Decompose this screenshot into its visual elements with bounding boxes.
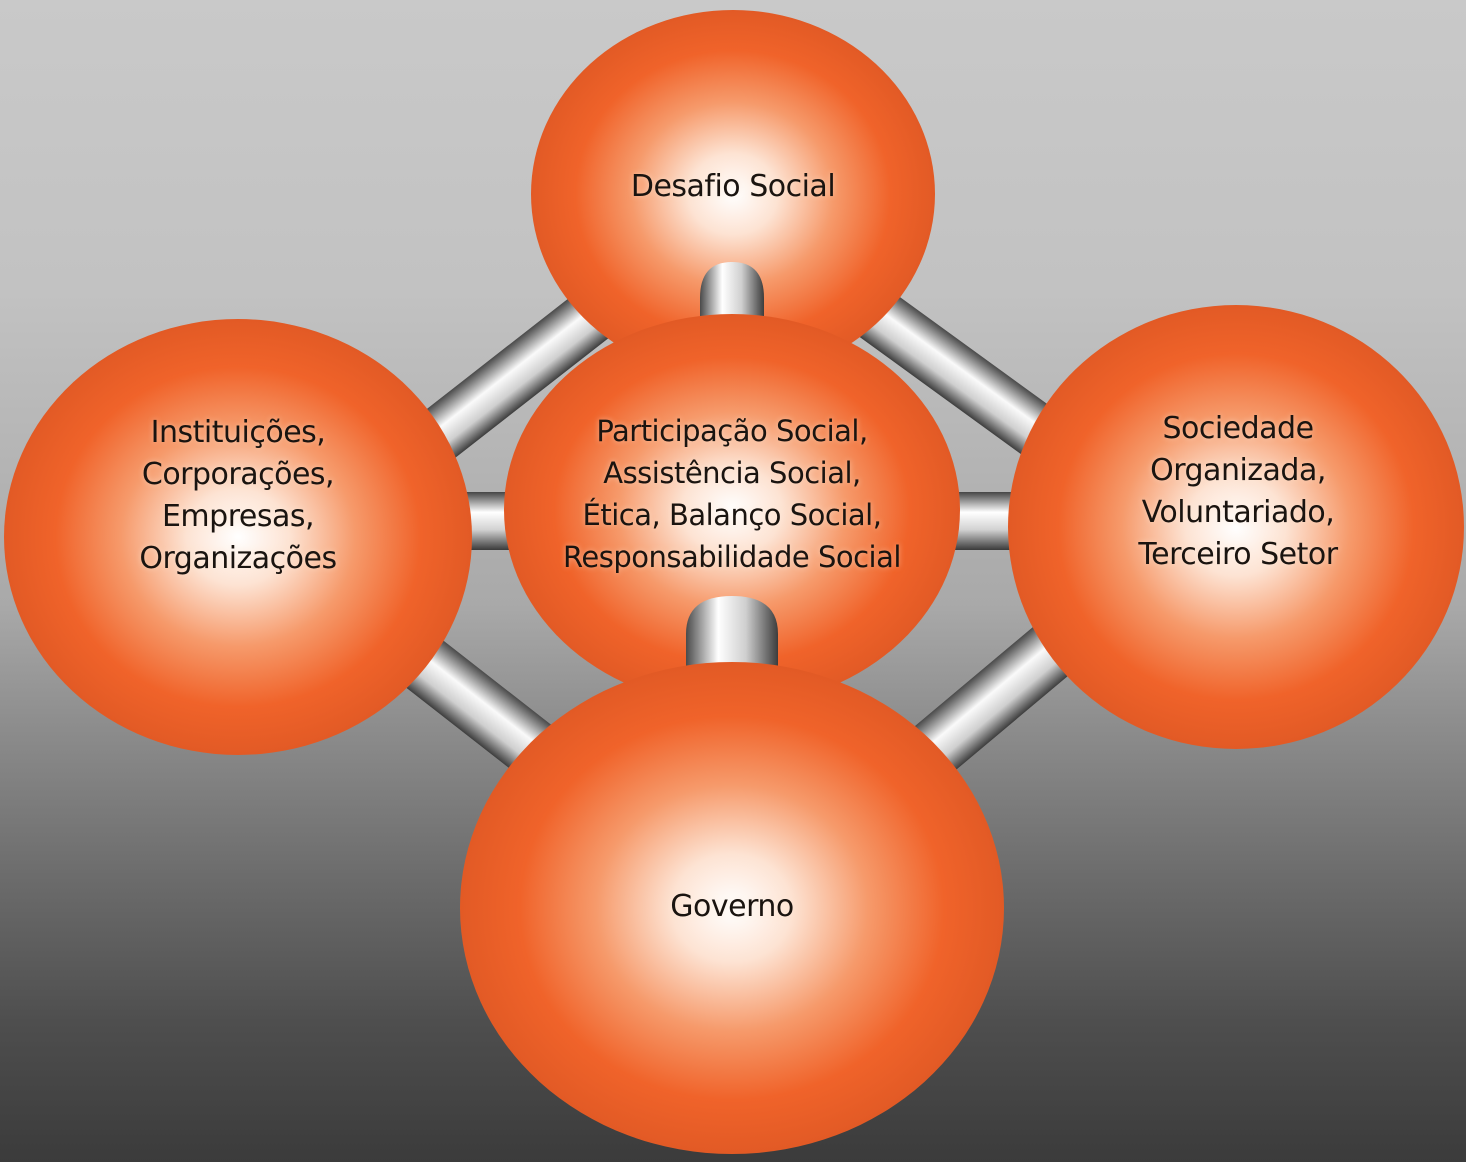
node-right-label: Sociedade Organizada, Voluntariado, Terc… (1058, 408, 1418, 576)
sphere-left (4, 319, 472, 755)
connector-center-bottom (686, 596, 778, 680)
node-center-line: Participação Social, (596, 414, 868, 448)
node-center-line: Ética, Balanço Social, (582, 498, 882, 532)
node-bottom-line: Governo (670, 889, 794, 924)
node-center-line: Assistência Social, (603, 456, 861, 490)
sphere-bottom (460, 662, 1004, 1154)
node-left-line: Instituições, (150, 415, 326, 450)
sphere-top (531, 10, 935, 378)
node-left-label: Instituições, Corporações, Empresas, Org… (58, 412, 418, 580)
node-center-label: Participação Social, Assistência Social,… (527, 410, 937, 578)
node-left-line: Organizações (139, 541, 337, 576)
node-right-line: Terceiro Setor (1138, 537, 1338, 572)
node-top-line: Desafio Social (630, 169, 836, 204)
node-bottom-label: Governo (532, 886, 932, 928)
sphere-right (1008, 305, 1464, 749)
node-right-line: Voluntariado, (1141, 495, 1335, 530)
node-top-label: Desafio Social (533, 166, 933, 208)
node-left-line: Corporações, (141, 457, 335, 492)
node-right-line: Organizada, (1150, 453, 1326, 488)
node-right-line: Sociedade (1162, 411, 1314, 446)
node-center-line: Responsabilidade Social (563, 540, 901, 574)
node-left-line: Empresas, (161, 499, 315, 534)
connector-top-left (387, 274, 637, 482)
connector-top-right (823, 268, 1077, 468)
sphere-center (504, 314, 960, 706)
